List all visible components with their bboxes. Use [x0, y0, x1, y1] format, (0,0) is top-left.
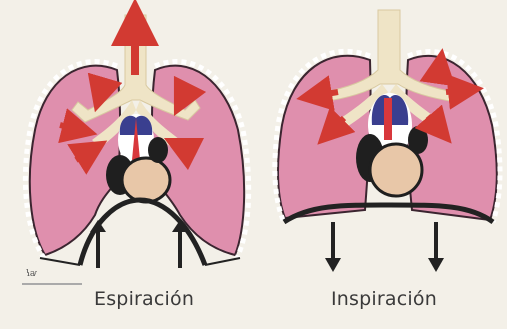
air-in-arrow-3	[438, 66, 440, 80]
expiration-label: Espiración	[94, 288, 194, 310]
inspiration-panel	[275, 10, 500, 272]
inspiration-label: Inspiración	[331, 288, 437, 310]
expiration-panel: ꝇꜹ	[22, 15, 249, 285]
air-in-arrow-4	[446, 90, 466, 92]
arrowhead-down-left	[325, 258, 341, 272]
air-in-arrow-1	[314, 92, 338, 96]
publisher-fineprint	[22, 283, 82, 285]
arrowhead-down-right	[428, 258, 444, 272]
diaphragm-base-expiration	[40, 258, 240, 265]
left-lung-inspiration	[278, 56, 371, 218]
publisher-mark: ꝇꜹ	[26, 269, 38, 279]
left-lung-expiration	[30, 66, 120, 255]
right-lung-expiration	[152, 66, 244, 255]
